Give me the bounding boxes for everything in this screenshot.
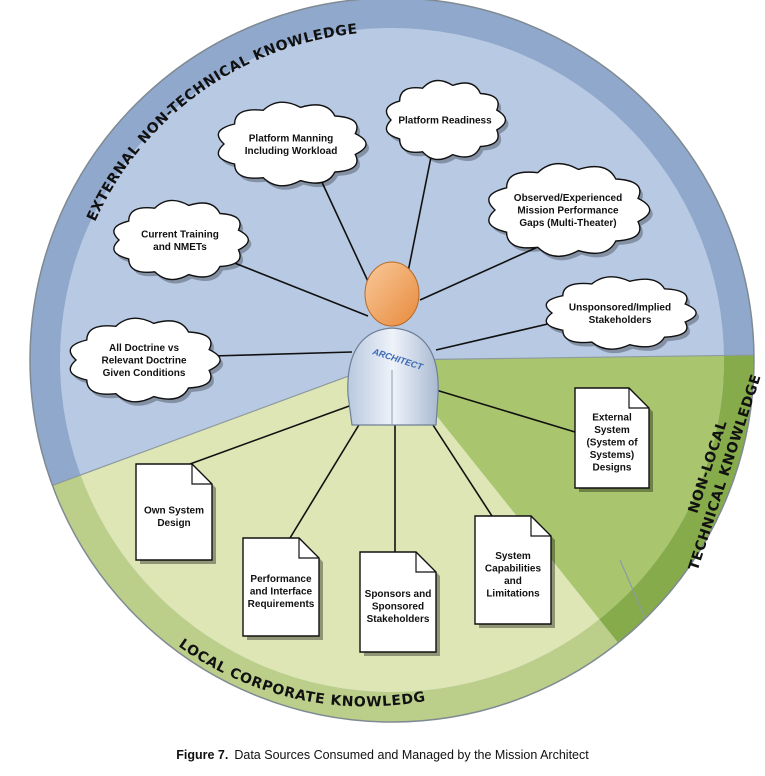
document-shape [574,387,650,489]
cloud-unsponsored-line: Stakeholders [589,315,652,326]
document-external-system-line: Designs [593,463,632,474]
architect-body [347,327,439,426]
figure-caption-text: Data Sources Consumed and Managed by the… [234,748,589,762]
cloud-unsponsored-line: Unsponsored/Implied [569,302,671,313]
document-own-system-line: Own System [144,505,204,516]
figure-caption: Figure 7. Data Sources Consumed and Manag… [0,748,765,762]
document-external-system-line: System [594,425,630,436]
connector-observed-gaps [419,245,541,301]
document-fold [415,552,436,573]
document-external-system-line: (System of [586,438,638,449]
document-shape [474,515,552,625]
connector-lines [189,151,576,552]
document-shape [242,537,320,637]
document-performance-line: Performance [250,574,312,585]
connector-performance [289,409,369,539]
cloud-observed-gaps-line: Observed/Experienced [514,193,622,204]
cloud-doctrine-line: Relevant Doctrine [101,356,186,367]
document-fold [191,464,212,485]
architect-head [364,261,420,327]
cloud-current-training-line: and NMETs [153,242,207,253]
connector-doctrine [211,351,353,357]
cloud-shape [545,276,697,350]
cloud-shape [113,199,249,281]
cloud-current-training-line: Current Training [141,229,219,240]
cloud-shape [488,163,651,257]
cloud-platform-manning-line: Including Workload [245,146,338,157]
connector-current-training [231,261,369,317]
document-capabilities-line: System [495,551,531,562]
cloud-platform-readiness: Platform Readiness [385,79,509,164]
document-capabilities-line: and [504,576,522,587]
connector-own-system [189,404,353,465]
mission-architect-diagram: EXTERNAL NON-TECHNICAL KNOWLEDGE LOCAL C… [0,0,765,723]
document-sponsors-line: Sponsors and [365,589,432,600]
connector-external-system [435,389,576,433]
connector-platform-manning [319,177,373,291]
document-shape [359,551,437,653]
document-external-system-line: Systems) [590,450,634,461]
cloud-shape [217,101,367,187]
figure-label: Figure 7. [176,748,229,762]
connector-unsponsored [435,322,553,351]
document-fold [530,516,551,537]
document-fold [298,538,319,559]
cloud-shape [69,317,221,403]
cloud-observed-gaps-line: Gaps (Multi-Theater) [519,218,616,229]
architect-figure: ARCHITECT [347,261,439,426]
connector-platform-readiness [407,151,433,273]
cloud-observed-gaps-line: Mission Performance [517,206,619,217]
document-own-system-line: Design [157,518,190,529]
cloud-current-training: Current Training and NMETs [113,199,252,284]
document-fold [628,388,649,409]
cloud-platform-readiness-line: Platform Readiness [398,116,492,127]
cloud-platform-manning-line: Platform Manning [249,133,333,144]
document-performance-line: and Interface [250,587,313,598]
document-sponsors-line: Stakeholders [367,614,430,625]
document-shape [135,463,213,561]
document-external-system-line: External [592,413,632,424]
document-capabilities-line: Limitations [486,588,540,599]
document-sponsors-line: Sponsored [372,602,424,613]
cloud-shape [385,79,507,161]
document-performance-line: Requirements [248,599,315,610]
cloud-doctrine-line: Given Conditions [103,368,186,379]
cloud-doctrine-line: All Doctrine vs [109,343,179,354]
document-capabilities-line: Capabilities [485,563,542,574]
